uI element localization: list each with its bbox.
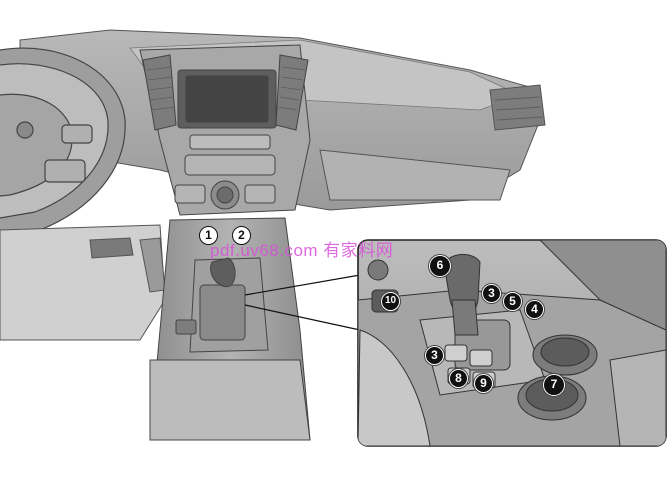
center-stack [139, 44, 311, 216]
callout-8: 8 [449, 369, 468, 388]
callout-5: 5 [503, 292, 522, 311]
callout-7: 7 [543, 374, 565, 396]
inset-detail-panel [357, 239, 667, 447]
steering-wheel [0, 47, 126, 236]
callout-9: 9 [474, 374, 493, 393]
center-console [149, 217, 311, 441]
callout-10: 10 [381, 292, 400, 311]
callout-4: 4 [525, 300, 544, 319]
callout-2: 2 [232, 226, 251, 245]
callout-3b: 3 [425, 346, 444, 365]
floor-area [0, 224, 166, 341]
callout-3a: 3 [482, 284, 501, 303]
callout-6: 6 [429, 255, 451, 277]
passenger-side [319, 84, 546, 201]
zoom-connector [244, 274, 361, 331]
watermark-text: pdf.uv68.com 有家料网 [210, 241, 394, 260]
callout-1: 1 [199, 226, 218, 245]
